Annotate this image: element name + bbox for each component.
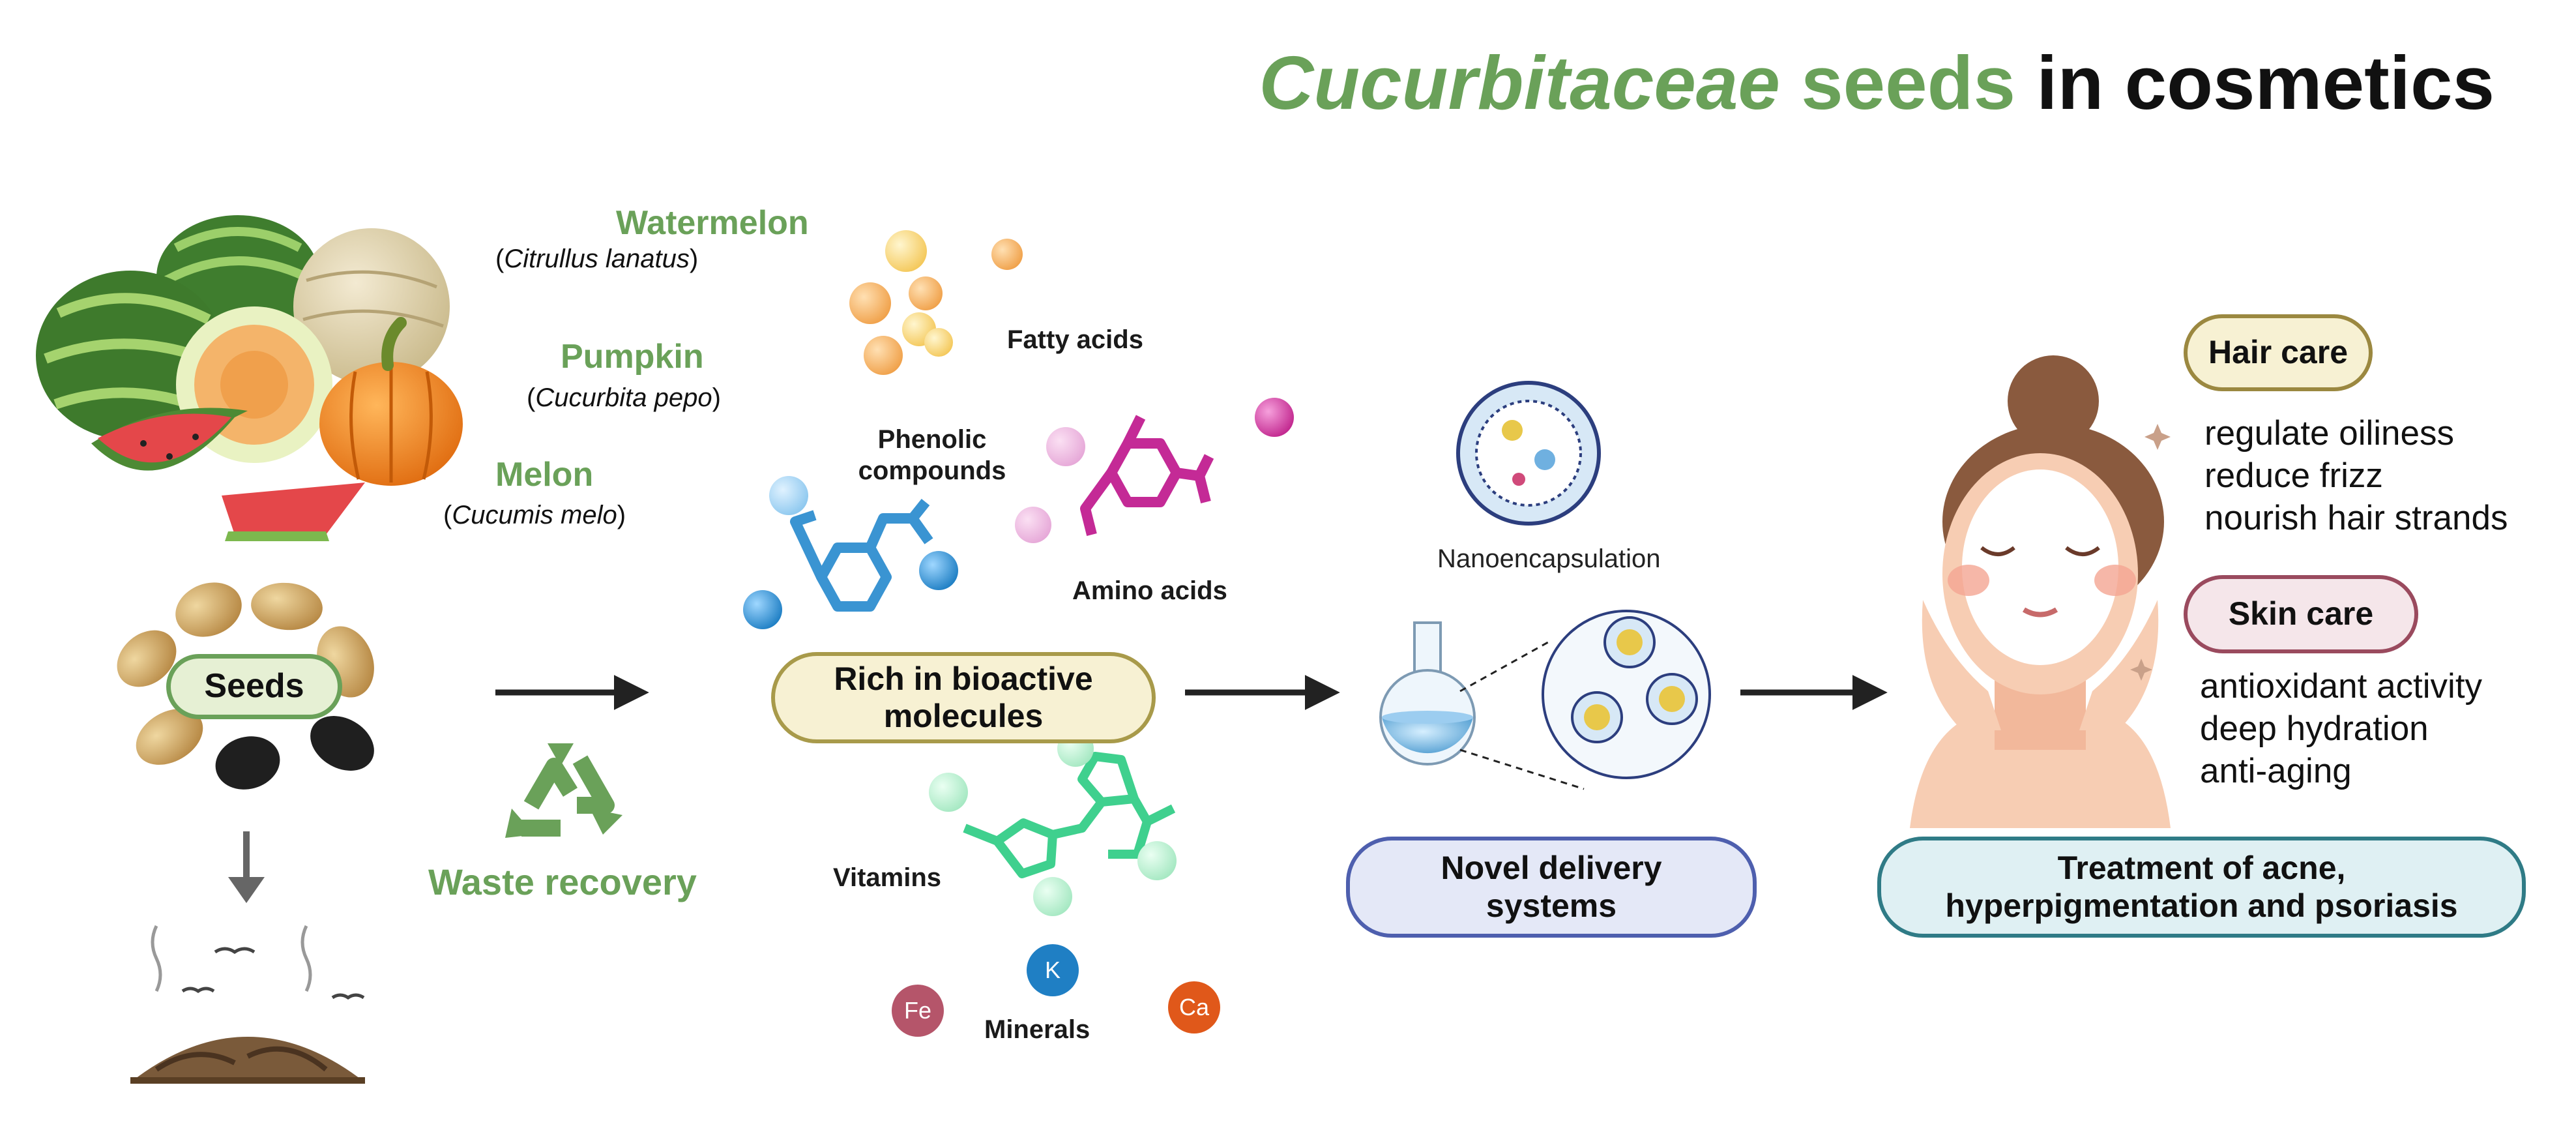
- fruit-sci-melon: Cucumis melo: [452, 501, 617, 529]
- amino-acids-label: Amino acids: [1072, 576, 1227, 605]
- hair-benefit: nourish hair strands: [2204, 499, 2508, 537]
- recycle-icon: [505, 743, 622, 838]
- waste-recovery-label: Waste recovery: [428, 861, 697, 902]
- phenolic-molecule: [790, 499, 933, 612]
- fruit-label-watermelon: Watermelon: [616, 203, 809, 243]
- treatment-label: Treatment of acne, hyperpigmentation and…: [1945, 850, 2458, 924]
- delivery-label: Novel delivery systems: [1441, 850, 1662, 924]
- zoom-illustration: [1459, 610, 1711, 790]
- skin-care-benefits: antioxidant activity deep hydration anti…: [2200, 665, 2482, 792]
- phenolic-sphere-2: [919, 551, 958, 590]
- amino-sphere-2: [1255, 398, 1294, 437]
- fruit-common-melon: Melon: [495, 456, 594, 494]
- fruit-common-watermelon: Watermelon: [616, 204, 809, 242]
- vitamin-molecule: [963, 752, 1176, 878]
- seeds-pill: Seeds: [166, 654, 342, 719]
- vitamin-sphere-1: [929, 773, 968, 812]
- treatment-pill: Treatment of acne, hyperpigmentation and…: [1877, 837, 2526, 938]
- amino-acid-molecule: [1080, 415, 1214, 536]
- hair-care-pill: Hair care: [2184, 314, 2373, 391]
- title-italic: Cucurbitaceae: [1259, 40, 1780, 125]
- vitamin-sphere-3: [1137, 841, 1177, 880]
- fruit-sci-pumpkin: Cucurbita pepo: [535, 383, 712, 412]
- mineral-k: K: [1027, 944, 1079, 996]
- skin-care-pill: Skin care: [2184, 575, 2418, 653]
- mineral-k-symbol: K: [1044, 957, 1061, 984]
- flask-illustration: [1379, 621, 1476, 766]
- down-arrow: [228, 831, 265, 903]
- title-green: seeds: [1779, 40, 2016, 125]
- waste-pile-illustration: [130, 925, 365, 1084]
- hair-care-benefits: regulate oiliness reduce frizz nourish h…: [2204, 412, 2508, 539]
- fruit-sci-melon-row: (Cucumis melo): [443, 501, 626, 529]
- phenolic-sphere-3: [743, 590, 782, 629]
- skin-benefit: deep hydration: [2200, 709, 2429, 748]
- hair-benefit: regulate oiliness: [2204, 414, 2455, 453]
- bioactive-pill: Rich in bioactive molecules: [771, 652, 1156, 743]
- vitamin-sphere-4: [1033, 877, 1072, 916]
- fruits-illustration: [36, 215, 463, 541]
- minerals-label: Minerals: [984, 1015, 1090, 1044]
- fruit-common-pumpkin: Pumpkin: [561, 338, 704, 376]
- fatty-acids-label: Fatty acids: [1007, 325, 1143, 354]
- skin-care-label: Skin care: [2228, 595, 2374, 632]
- phenolic-label: Phenolic compounds: [858, 425, 1006, 485]
- skin-benefit: anti-aging: [2200, 752, 2352, 790]
- vitamins-label: Vitamins: [833, 863, 941, 892]
- hair-benefit: reduce frizz: [2204, 456, 2383, 495]
- fruit-label-pumpkin: Pumpkin: [561, 337, 704, 376]
- mineral-fe-symbol: Fe: [903, 997, 931, 1024]
- fruit-sci-watermelon: Citrullus lanatus: [504, 245, 690, 273]
- fruit-label-melon: Melon: [495, 455, 593, 494]
- mineral-fe: Fe: [892, 985, 944, 1037]
- seeds-illustration: [117, 582, 374, 790]
- diagram-title: Cucurbitaceae seeds in cosmetics: [1259, 39, 2495, 126]
- nanoparticle-illustration: [1456, 381, 1601, 526]
- amino-sphere-1: [1046, 427, 1085, 466]
- amino-sphere-3: [1015, 507, 1051, 543]
- face-illustration: [1910, 355, 2171, 828]
- nanoencapsulation-label: Nanoencapsulation: [1437, 544, 1661, 573]
- fatty-acid-spheres: [849, 230, 1023, 375]
- mineral-ca-symbol: Ca: [1178, 994, 1210, 1021]
- delivery-pill: Novel delivery systems: [1346, 837, 1757, 938]
- fruit-sci-pumpkin-row: (Cucurbita pepo): [527, 383, 721, 412]
- fruit-sci-watermelon-row: (Citrullus lanatus): [495, 245, 699, 273]
- bioactive-label: Rich in bioactive molecules: [834, 660, 1093, 735]
- title-black: in cosmetics: [2015, 40, 2495, 125]
- mineral-ca: Ca: [1168, 981, 1220, 1033]
- seeds-label: Seeds: [204, 667, 304, 706]
- hair-care-label: Hair care: [2208, 334, 2349, 371]
- phenolic-sphere-1: [769, 476, 808, 515]
- skin-benefit: antioxidant activity: [2200, 667, 2483, 706]
